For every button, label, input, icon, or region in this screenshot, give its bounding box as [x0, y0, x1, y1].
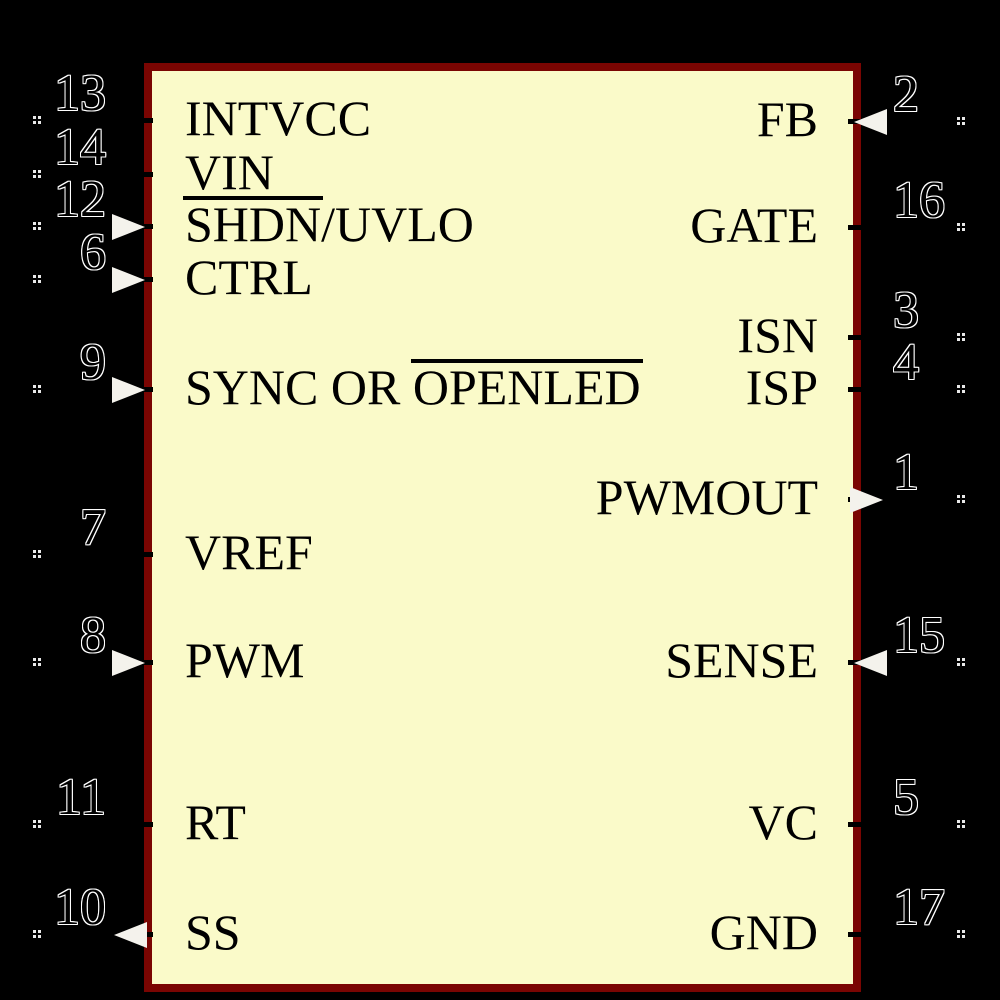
connection-node-icon — [957, 333, 960, 336]
label-segment: INTVCC — [185, 90, 372, 146]
pin-number-rt: 11 — [55, 769, 106, 826]
label-segment: SS — [185, 904, 241, 960]
pin-number-gate: 16 — [893, 172, 945, 229]
pin-number-sync-or-openled: 9 — [80, 334, 106, 391]
overline-bar-sync-or-openled — [410, 359, 643, 363]
pin-number-ss: 10 — [54, 879, 106, 936]
pin-stub-isp — [848, 387, 863, 392]
label-segment: SYNC OR — [185, 359, 413, 415]
input-arrow-icon-fb — [854, 109, 887, 135]
output-arrow-icon-ss — [114, 922, 147, 948]
pin-label-vin: VIN — [185, 147, 274, 197]
label-segment: VIN — [185, 144, 274, 200]
pin-label-gate: GATE — [690, 200, 818, 250]
label-segment-overlined: SHDN — [185, 196, 322, 252]
input-arrow-icon-shdn-uvlo — [112, 214, 145, 240]
connection-node-icon — [33, 658, 36, 661]
label-segment: SENSE — [665, 632, 818, 688]
pin-label-vc: VC — [749, 797, 818, 847]
pin-number-sense: 15 — [893, 607, 945, 664]
connection-node-icon — [957, 930, 960, 933]
pin-number-vc: 5 — [893, 769, 919, 826]
pin-number-gnd: 17 — [893, 879, 945, 936]
pin-stub-sync-or-openled — [138, 387, 153, 392]
connection-node-icon — [33, 116, 36, 119]
pin-label-ctrl: CTRL — [185, 252, 313, 302]
output-arrow-icon-pwmout — [850, 487, 883, 513]
connection-node-icon — [957, 385, 960, 388]
pin-stub-vc — [848, 822, 863, 827]
pin-number-pwm: 8 — [80, 607, 106, 664]
pin-number-vref: 7 — [80, 499, 106, 556]
pin-number-vin: 14 — [54, 119, 106, 176]
connection-node-icon — [33, 385, 36, 388]
pin-label-intvcc: INTVCC — [185, 93, 371, 143]
pin-label-ss: SS — [185, 907, 241, 957]
ic-body — [144, 63, 861, 992]
connection-node-icon — [957, 117, 960, 120]
pin-stub-shdn-uvlo — [138, 224, 153, 229]
input-arrow-icon-ctrl — [112, 267, 145, 293]
label-segment: GATE — [690, 197, 818, 253]
connection-node-icon — [957, 495, 960, 498]
connection-node-icon — [33, 820, 36, 823]
input-arrow-icon-sync-or-openled — [112, 377, 145, 403]
pin-stub-vref — [138, 552, 153, 557]
pin-number-isp: 4 — [893, 334, 919, 391]
pin-stub-rt — [138, 822, 153, 827]
label-segment: VREF — [185, 524, 313, 580]
pin-stub-gate — [848, 225, 863, 230]
pin-stub-intvcc — [138, 118, 153, 123]
connection-node-icon — [33, 170, 36, 173]
label-segment: ISN — [737, 307, 818, 363]
overline-bar-shdn-uvlo — [183, 196, 324, 200]
pin-stub-gnd — [848, 932, 863, 937]
connection-node-icon — [957, 223, 960, 226]
label-segment: GND — [709, 904, 818, 960]
connection-node-icon — [957, 658, 960, 661]
pin-number-intvcc: 13 — [54, 65, 106, 122]
label-segment: FB — [756, 91, 818, 147]
connection-node-icon — [957, 820, 960, 823]
connection-node-icon — [33, 550, 36, 553]
pin-label-gnd: GND — [710, 907, 818, 957]
pin-number-fb: 2 — [893, 66, 919, 123]
pin-label-sense: SENSE — [665, 635, 818, 685]
pin-label-shdn-uvlo: SHDN/UVLO — [185, 199, 474, 249]
pin-label-isn: ISN — [737, 310, 818, 360]
pin-stub-vin — [138, 172, 153, 177]
label-segment: PWM — [185, 632, 305, 688]
pin-label-vref: VREF — [185, 527, 313, 577]
pin-label-isp: ISP — [746, 362, 818, 412]
pin-stub-pwm — [138, 660, 153, 665]
pin-label-fb: FB — [757, 94, 818, 144]
pin-label-sync-or-openled: SYNC OR OPENLED — [185, 362, 641, 412]
pin-label-pwm: PWM — [185, 635, 304, 685]
label-segment: /UVLO — [321, 196, 474, 252]
connection-node-icon — [33, 275, 36, 278]
pin-stub-ctrl — [138, 277, 153, 282]
pin-number-shdn-uvlo: 12 — [54, 171, 106, 228]
label-segment: VC — [748, 794, 818, 850]
label-segment: RT — [185, 794, 246, 850]
pin-label-rt: RT — [185, 797, 246, 847]
label-segment: ISP — [745, 359, 818, 415]
connection-node-icon — [33, 222, 36, 225]
input-arrow-icon-pwm — [112, 650, 145, 676]
input-arrow-icon-sense — [854, 650, 887, 676]
pin-label-pwmout: PWMOUT — [596, 472, 818, 522]
label-segment-overlined: OPENLED — [412, 359, 641, 415]
pin-number-isn: 3 — [893, 282, 919, 339]
pin-stub-isn — [848, 335, 863, 340]
label-segment: CTRL — [185, 249, 313, 305]
pin-number-pwmout: 1 — [893, 444, 919, 501]
pin-number-ctrl: 6 — [80, 224, 106, 281]
label-segment: PWMOUT — [595, 469, 818, 525]
connection-node-icon — [33, 930, 36, 933]
